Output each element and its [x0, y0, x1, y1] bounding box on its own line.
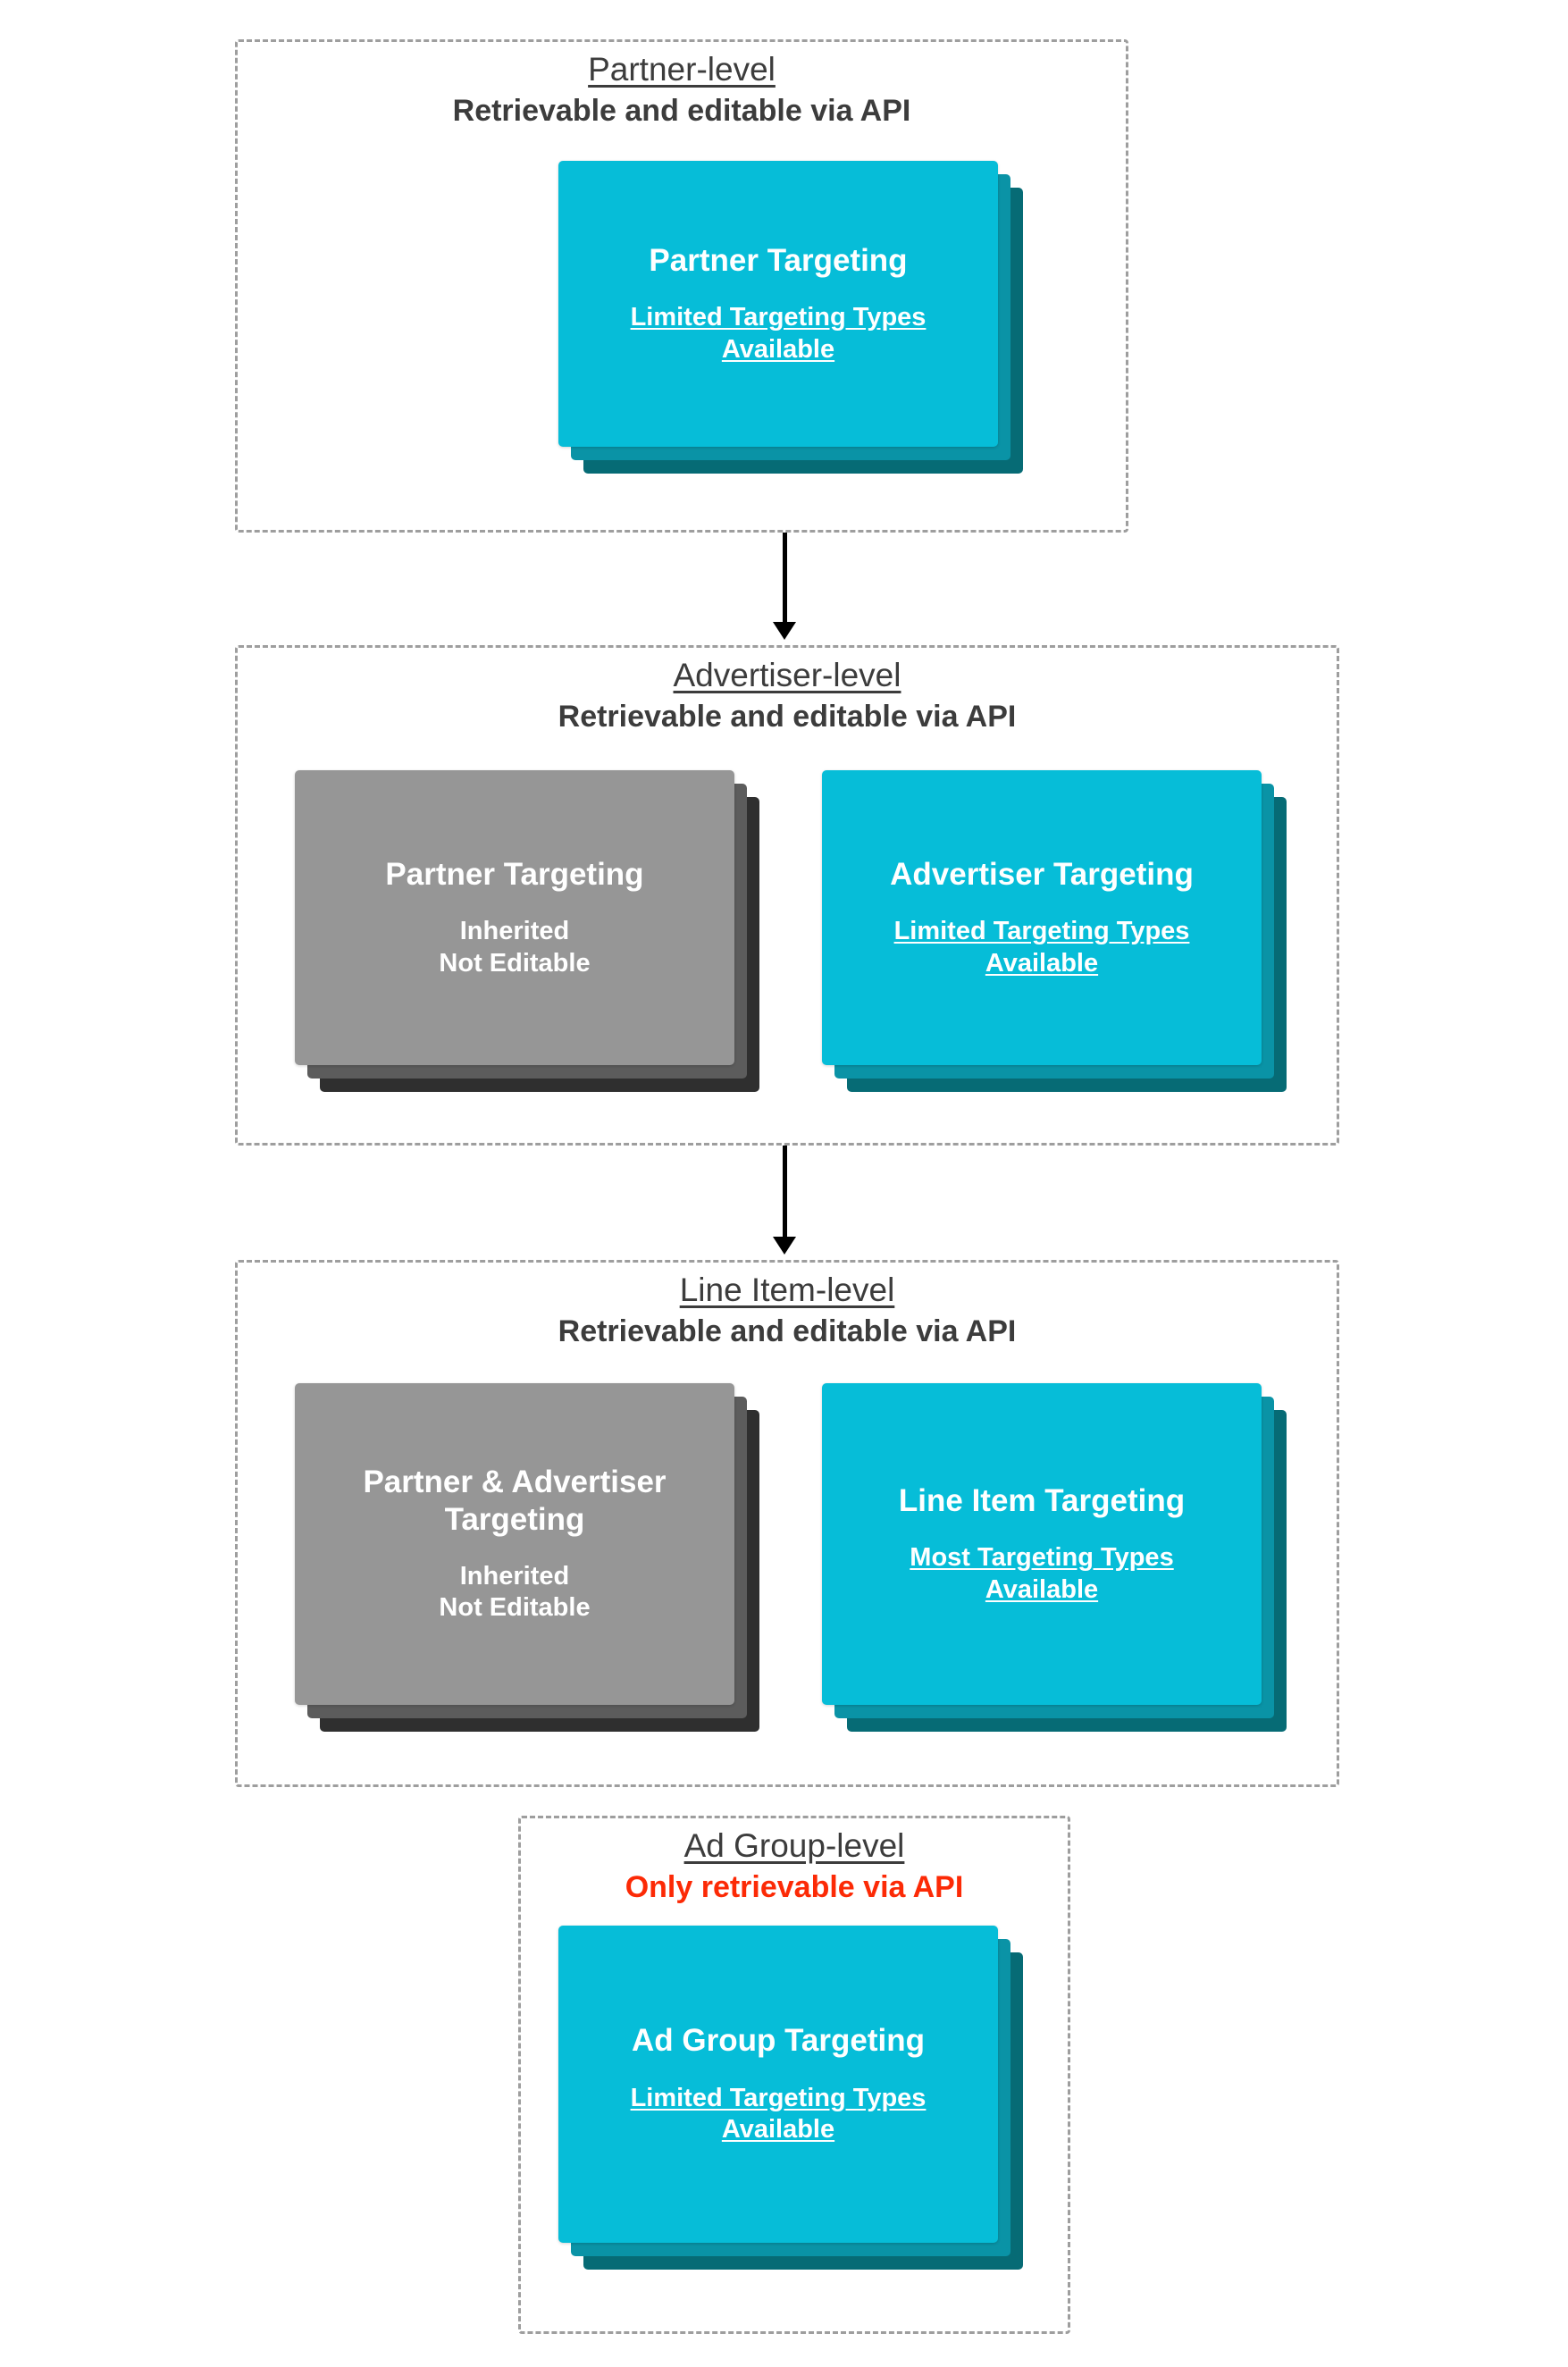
card-note-line1: Limited Targeting Types [630, 2083, 927, 2112]
card-note-line2: Available [721, 334, 835, 364]
card-note-line1: Limited Targeting Types [893, 917, 1190, 946]
card-title: Partner Targeting [649, 242, 908, 278]
connector-arrowhead [773, 1237, 796, 1255]
card-note: Inherited Not Editable [423, 916, 606, 979]
level-box-line-item [235, 1260, 1339, 1787]
connector-arrowhead [773, 622, 796, 640]
card-layer-front[interactable]: Partner Targeting Inherited Not Editable [295, 770, 734, 1065]
card-note: Inherited Not Editable [423, 1561, 606, 1624]
card-title-line1: Partner & Advertiser [363, 1465, 667, 1500]
card-layer-front[interactable]: Ad Group Targeting Limited Targeting Typ… [558, 1926, 998, 2243]
card-title: Line Item Targeting [898, 1482, 1186, 1518]
card-title: Partner & Advertiser Targeting [347, 1464, 682, 1538]
card-note-line1: Inherited [459, 1561, 570, 1591]
card-line-item-inherited-targeting[interactable]: Partner & Advertiser Targeting Inherited… [295, 1383, 759, 1732]
card-note-line2: Available [985, 948, 1099, 978]
level-box-ad-group [518, 1816, 1070, 2334]
card-layer-front[interactable]: Partner & Advertiser Targeting Inherited… [295, 1383, 734, 1705]
card-layer-front[interactable]: Partner Targeting Limited Targeting Type… [558, 161, 998, 447]
card-note-line2: Not Editable [439, 948, 591, 978]
card-note-line1: Limited Targeting Types [630, 303, 927, 332]
card-advertiser-inherited-partner-targeting[interactable]: Partner Targeting Inherited Not Editable [295, 770, 759, 1092]
card-note-line1: Inherited [459, 917, 570, 946]
card-note-line2: Not Editable [439, 1593, 591, 1623]
level-box-advertiser [235, 645, 1339, 1146]
card-title: Partner Targeting [385, 856, 644, 892]
card-note: Most Targeting Types Available [893, 1542, 1189, 1606]
level-box-partner [235, 39, 1128, 533]
card-layer-front[interactable]: Line Item Targeting Most Targeting Types… [822, 1383, 1262, 1705]
card-note: Limited Targeting Types Available [615, 302, 943, 365]
card-note: Limited Targeting Types Available [878, 916, 1206, 979]
card-line-item-targeting[interactable]: Line Item Targeting Most Targeting Types… [822, 1383, 1287, 1732]
card-note-line1: Most Targeting Types [910, 1543, 1174, 1573]
card-ad-group-targeting[interactable]: Ad Group Targeting Limited Targeting Typ… [558, 1926, 1023, 2274]
connector-shaft [783, 533, 787, 624]
card-note-line2: Available [721, 2115, 835, 2145]
connector-shaft [783, 1146, 787, 1238]
card-title: Ad Group Targeting [632, 2023, 925, 2059]
card-advertiser-targeting[interactable]: Advertiser Targeting Limited Targeting T… [822, 770, 1287, 1092]
card-partner-targeting[interactable]: Partner Targeting Limited Targeting Type… [558, 161, 1023, 474]
card-layer-front[interactable]: Advertiser Targeting Limited Targeting T… [822, 770, 1262, 1065]
card-note: Limited Targeting Types Available [615, 2083, 943, 2146]
card-title-line2: Targeting [444, 1501, 585, 1537]
card-note-line2: Available [985, 1574, 1099, 1604]
card-title: Advertiser Targeting [890, 856, 1194, 892]
